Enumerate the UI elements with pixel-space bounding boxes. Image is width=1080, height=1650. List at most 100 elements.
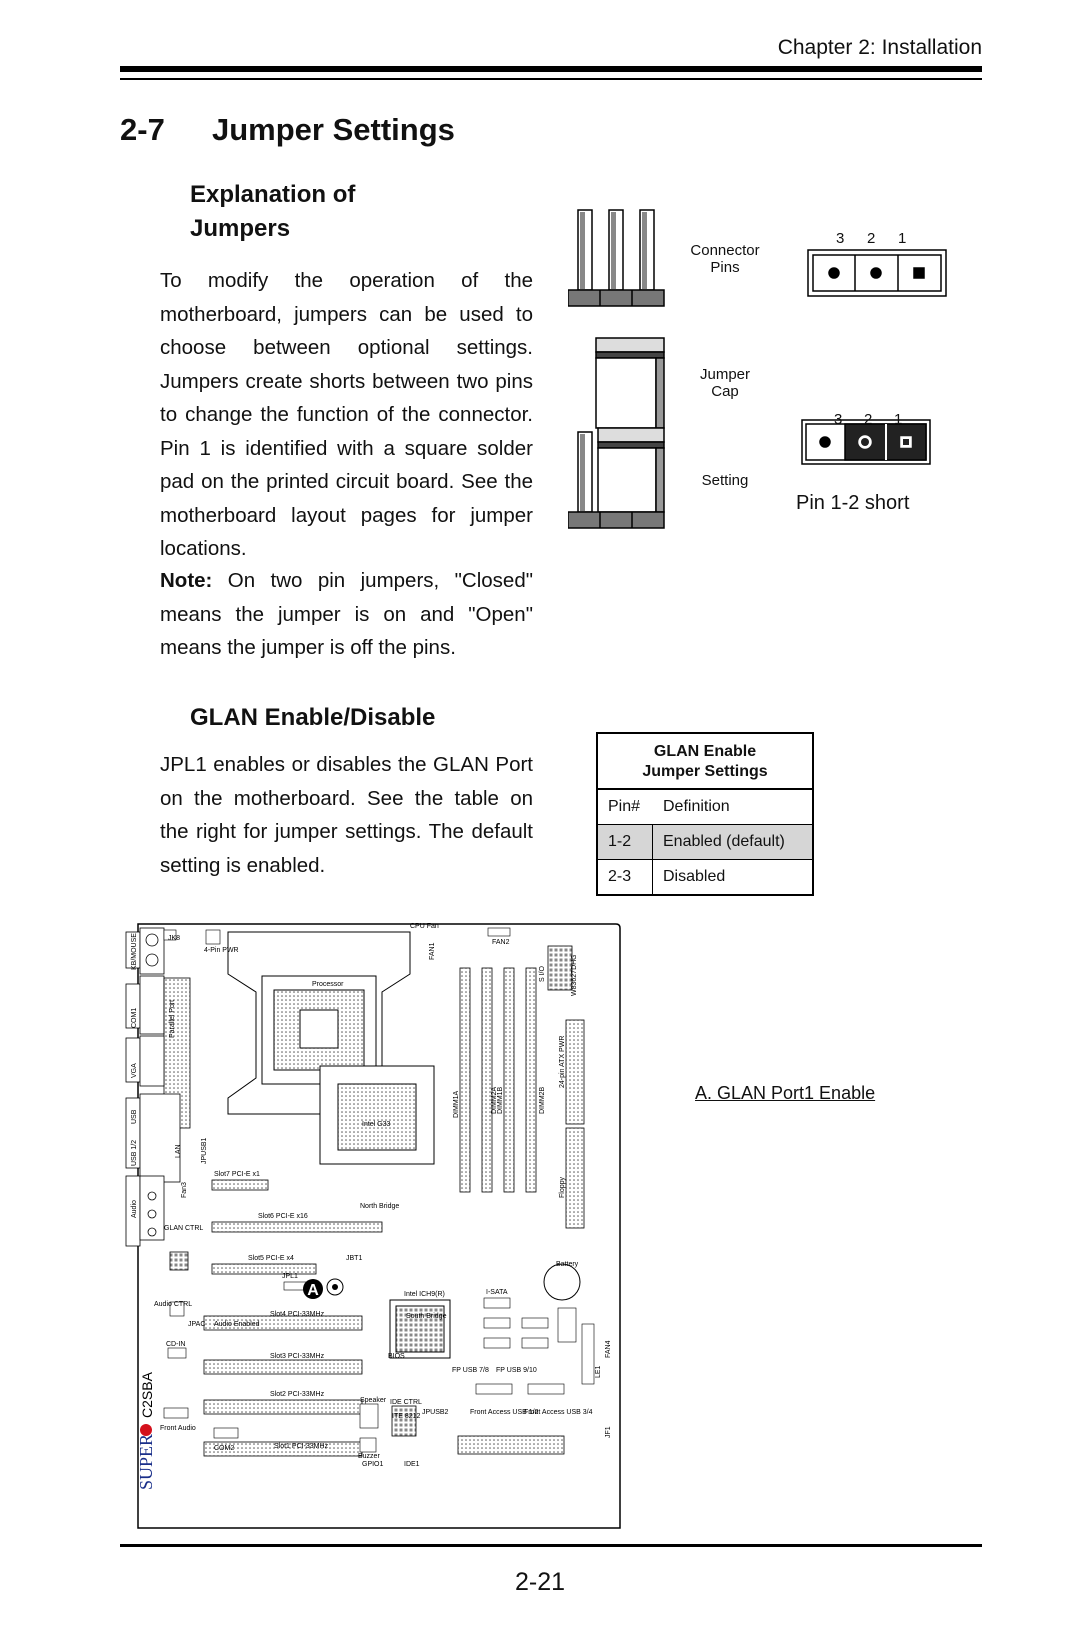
label-south-bridge: South Bridge bbox=[406, 1313, 447, 1320]
battery bbox=[543, 1263, 581, 1301]
col-definition-header: Definition bbox=[663, 798, 730, 815]
label-north-bridge: North Bridge bbox=[360, 1203, 399, 1210]
cell-definition: Disabled bbox=[663, 868, 726, 885]
connector-label-line2: Pins bbox=[710, 259, 740, 276]
label-fp-usb-9-10: FP USB 9/10 bbox=[496, 1367, 537, 1374]
chapter-header: Chapter 2: Installation bbox=[777, 36, 982, 59]
label-fan1: FAN1 bbox=[429, 942, 436, 960]
label-dimm2a: DIMM2A bbox=[491, 1086, 498, 1114]
label-4pin-pwr: 4-Pin PWR bbox=[204, 947, 239, 954]
atx-power-connector bbox=[565, 1019, 585, 1125]
label-kbmouse: KB/MOUSE bbox=[131, 933, 138, 970]
label-jpusb2: JPUSB2 bbox=[422, 1409, 449, 1416]
explanation-body: To modify the operation of the motherboa… bbox=[160, 269, 533, 560]
glan-body: JPL1 enables or disables the GLAN Port o… bbox=[160, 753, 533, 877]
jumper-cap-diagram bbox=[595, 337, 665, 429]
label-fp-usb-7-8: FP USB 7/8 bbox=[452, 1367, 489, 1374]
footer-rule bbox=[120, 1544, 982, 1547]
label-slot4: Slot4 PCI-33MHz bbox=[270, 1311, 325, 1318]
pin-number-3-top: 3 bbox=[836, 230, 845, 247]
label-slot2: Slot2 PCI-33MHz bbox=[270, 1391, 325, 1398]
motherboard-layout: A CPU Fan FAN2 4-Pin PWR Processor Intel… bbox=[125, 923, 621, 1529]
cell-pin: 1-2 bbox=[598, 825, 653, 859]
explanation-heading: Explanation of Jumpers bbox=[190, 178, 450, 246]
jpl1-marker-letter: A bbox=[307, 1282, 319, 1299]
jpl1-pin-dot bbox=[332, 1284, 338, 1290]
explanation-heading-line2: Jumpers bbox=[190, 215, 291, 242]
label-floppy: Floppy bbox=[559, 1176, 566, 1198]
label-gpio: GPIO1 bbox=[362, 1461, 384, 1468]
label-jf1: JF1 bbox=[605, 1426, 612, 1438]
note-label: Note: bbox=[160, 569, 213, 592]
explanation-heading-line1: Explanation of bbox=[190, 181, 356, 208]
ide-ctrl-chip bbox=[391, 1405, 417, 1437]
label-fan4: FAN4 bbox=[605, 1340, 612, 1358]
north-bridge bbox=[319, 1065, 435, 1165]
label-le1: LE1 bbox=[595, 1365, 602, 1378]
label-vga: VGA bbox=[131, 1063, 138, 1078]
label-processor: Processor bbox=[312, 981, 344, 988]
table-row: 2-3 Disabled bbox=[598, 859, 812, 894]
label-fan2: FAN2 bbox=[492, 939, 510, 946]
note-text: On two pin jumpers, "Closed" means the j… bbox=[160, 569, 533, 659]
explanation-note: Note: On two pin jumpers, "Closed" means… bbox=[160, 564, 533, 665]
label-glan-ctrl: GLAN CTRL bbox=[164, 1225, 203, 1232]
label-parallel-port: Parallel Port bbox=[169, 1000, 176, 1038]
table-row: 1-2 Enabled (default) bbox=[598, 824, 812, 859]
connector-pins-diagram bbox=[568, 209, 665, 307]
pin-number-1-bottom: 1 bbox=[894, 411, 903, 428]
label-jbt1: JBT1 bbox=[346, 1255, 362, 1262]
io-panel bbox=[125, 927, 191, 1247]
label-slot3: Slot3 PCI-33MHz bbox=[270, 1353, 325, 1360]
table-title: GLAN Enable Jumper Settings bbox=[598, 734, 812, 790]
floppy-connector bbox=[565, 1127, 585, 1229]
label-slot1: Slot1 PCI-33MHz bbox=[274, 1443, 329, 1450]
label-ide1: IDE1 bbox=[404, 1461, 420, 1468]
label-ide-ctrl: IDE CTRL bbox=[390, 1399, 422, 1406]
label-sata: I-SATA bbox=[486, 1289, 508, 1296]
label-slot6: Slot6 PCI-E x16 bbox=[258, 1213, 308, 1220]
jumper-cap-label: Jumper Cap bbox=[670, 366, 780, 400]
label-lan: LAN bbox=[175, 1144, 182, 1158]
label-fan3: Fan3 bbox=[181, 1182, 188, 1198]
ide-connector bbox=[457, 1435, 565, 1455]
label-cpu-fan: CPU Fan bbox=[410, 923, 439, 930]
glan-controller-chip bbox=[169, 1251, 189, 1271]
section-number: 2-7 bbox=[120, 112, 165, 147]
label-dimm1b: DIMM1B bbox=[497, 1086, 504, 1114]
pin-number-3-bottom: 3 bbox=[834, 411, 843, 428]
page-number: 2-21 bbox=[514, 1568, 566, 1596]
cell-pin: 2-3 bbox=[598, 860, 653, 894]
board-model: C2SBA bbox=[139, 1371, 155, 1418]
label-ite: ITE 8212 bbox=[392, 1413, 421, 1420]
setting-diagram bbox=[568, 427, 665, 529]
pin-diagram-open bbox=[807, 249, 947, 297]
label-front-usb-1-2: Front Access USB 1/2 bbox=[470, 1409, 539, 1416]
pin-number-2-bottom: 2 bbox=[864, 411, 873, 428]
label-front-audio: Front Audio bbox=[160, 1425, 196, 1432]
table-header-row: Pin# Definition bbox=[598, 790, 812, 824]
setting-label: Setting bbox=[701, 472, 749, 489]
header-rule-thick bbox=[120, 66, 982, 72]
brand-dot bbox=[140, 1424, 152, 1436]
label-usb: USB bbox=[131, 1109, 138, 1124]
label-atx-pwr: 24-pin ATX PWR bbox=[559, 1036, 566, 1088]
jumper-figure bbox=[568, 209, 947, 529]
pin-short-label: Pin 1-2 short bbox=[796, 492, 910, 514]
sio-chip bbox=[547, 945, 573, 991]
header-rule-thin bbox=[120, 78, 982, 80]
label-sio: S I/O bbox=[539, 965, 546, 982]
dimm-slots bbox=[459, 967, 537, 1193]
connector-label-line1: Connector bbox=[690, 242, 760, 259]
misc-headers bbox=[163, 927, 595, 1453]
label-slot5: Slot5 PCI-E x4 bbox=[248, 1255, 294, 1262]
label-front-usb-3-4: Front Access USB 3/4 bbox=[524, 1409, 593, 1416]
jumper-cap-line2: Cap bbox=[711, 383, 739, 400]
pin-number-1-top: 1 bbox=[898, 230, 907, 247]
label-slot7: Slot7 PCI-E x1 bbox=[214, 1171, 260, 1178]
pin-number-2-top: 2 bbox=[867, 230, 876, 247]
jumper-cap-line1: Jumper bbox=[699, 366, 751, 383]
expansion-slots bbox=[203, 1179, 383, 1457]
label-intel-ich: Intel ICH9(R) bbox=[404, 1291, 445, 1298]
label-w83627: W83627DHG bbox=[571, 954, 578, 996]
